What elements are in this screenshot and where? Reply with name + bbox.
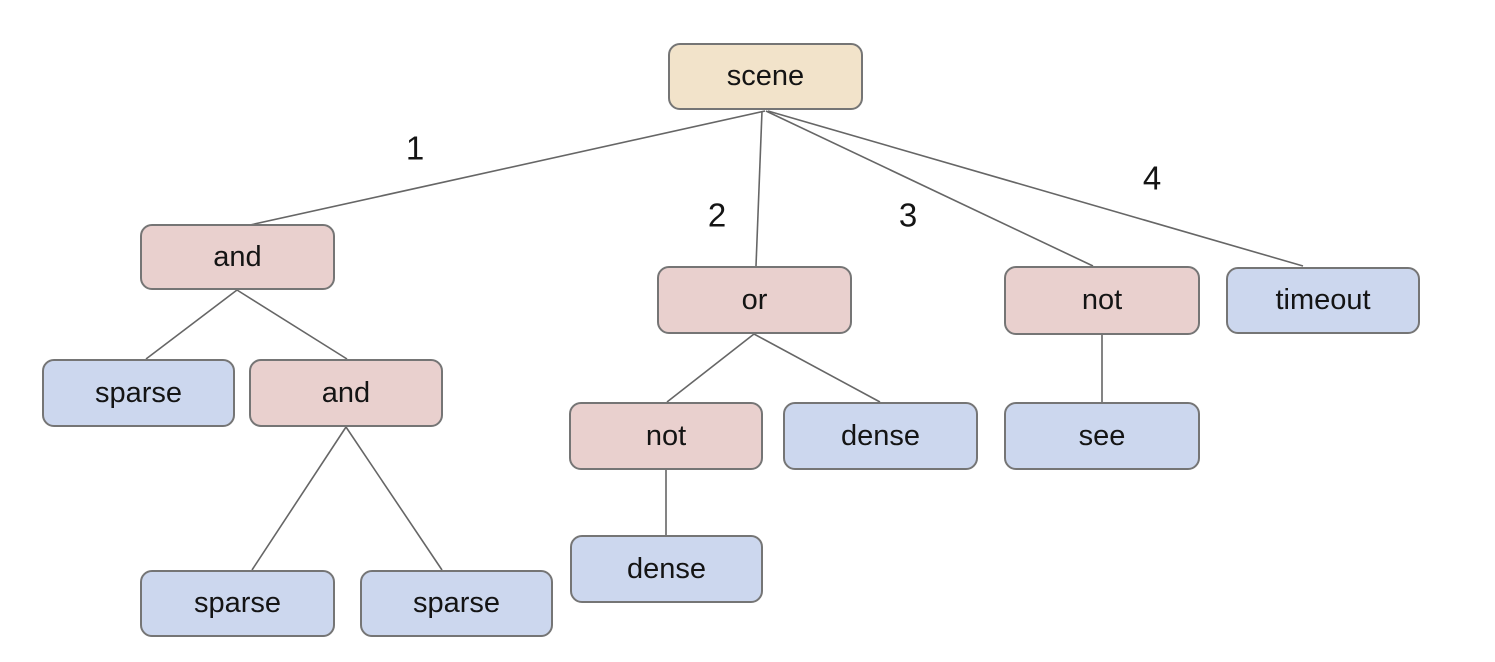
edge-scene-or	[755, 110, 763, 267]
node-dense-2[interactable]: dense	[570, 535, 763, 603]
edge-or-not	[666, 333, 755, 403]
node-sparse-1[interactable]: sparse	[42, 359, 235, 427]
node-or[interactable]: or	[657, 266, 852, 334]
edge-or-dense	[753, 333, 881, 403]
node-sparse-3[interactable]: sparse	[360, 570, 553, 637]
edge-label-1: 1	[405, 129, 425, 167]
edge-scene-not	[765, 110, 1094, 267]
edge-and2-sparse2	[251, 426, 347, 571]
edge-and2-sparse3	[345, 426, 443, 571]
edge-label-3: 3	[898, 196, 918, 234]
node-not-2[interactable]: not	[569, 402, 763, 470]
node-not-1[interactable]: not	[1004, 266, 1200, 335]
edge-label-4: 4	[1142, 159, 1162, 197]
node-timeout[interactable]: timeout	[1226, 267, 1420, 334]
edge-scene-and	[249, 110, 766, 226]
edge-scene-timeout	[767, 110, 1304, 267]
node-scene[interactable]: scene	[668, 43, 863, 110]
node-and-2[interactable]: and	[249, 359, 443, 427]
node-and-1[interactable]: and	[140, 224, 335, 290]
edge-and-sparse	[145, 289, 238, 360]
edge-label-2: 2	[707, 196, 727, 234]
edge-and-and	[236, 289, 348, 360]
node-sparse-2[interactable]: sparse	[140, 570, 335, 637]
node-dense-1[interactable]: dense	[783, 402, 978, 470]
node-see[interactable]: see	[1004, 402, 1200, 470]
